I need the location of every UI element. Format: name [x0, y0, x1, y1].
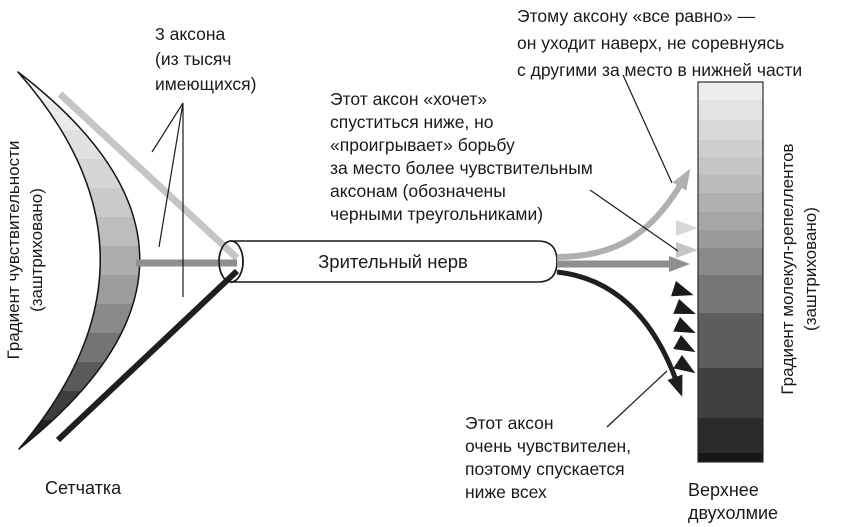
- text-line: (заштриховано): [27, 188, 46, 312]
- leader-losing-axon: [589, 189, 679, 252]
- text-line: он уходит наверх, не соревнуясь: [517, 33, 785, 53]
- retina-crescent: [17, 71, 141, 450]
- colliculus-gradient-bar: [697, 81, 764, 463]
- text-line: Этот аксон «хочет»: [330, 89, 488, 109]
- text-line: Этот аксон: [465, 413, 554, 433]
- text-line: Этому аксону «все равно» —: [517, 6, 755, 26]
- black-triangle: [673, 317, 696, 334]
- text-line: имеющихся): [155, 74, 257, 94]
- leader-indifferent-axon: [622, 74, 673, 184]
- light-triangle: [676, 220, 698, 236]
- text-line: очень чувствителен,: [465, 436, 632, 456]
- text-line: за место более чувствительным: [330, 158, 593, 178]
- black-triangle: [673, 335, 696, 353]
- annotation-sensitive-axon: Этот аксон очень чувствителен, поэтому с…: [465, 412, 631, 504]
- text-line: (из тысяч: [155, 49, 232, 69]
- text-line: поэтому спускается: [465, 459, 625, 479]
- black-triangle: [671, 281, 694, 297]
- repellent-gradient-label: Градиент молекул-репеллентов (заштрихова…: [776, 143, 822, 394]
- colliculus-label: Верхнее двухолмие: [688, 479, 778, 525]
- leader-three-axons-1: [151, 102, 184, 153]
- text-line: Градиент молекул-репеллентов: [778, 143, 797, 395]
- axon-light-exit-curve: [556, 168, 691, 260]
- text-line: Градиент чувствительности: [4, 140, 23, 360]
- annotation-losing-axon: Этот аксон «хочет» спуститься ниже, но «…: [330, 88, 593, 226]
- text-line: 3 аксона: [155, 24, 226, 44]
- text-line: с другими за место в нижней части: [517, 60, 803, 80]
- light-triangle: [676, 242, 698, 258]
- text-line: двухолмие: [688, 503, 779, 523]
- axon-dark-exit-curve: [556, 269, 683, 397]
- optic-nerve-label: Зрительный нерв: [318, 251, 468, 272]
- optic-nerve-left-end-outline: [218, 240, 244, 283]
- leader-sensitive-axon: [606, 370, 668, 428]
- text-line: аксонам (обозначены: [330, 181, 506, 201]
- text-line: черными треугольниками): [330, 204, 544, 224]
- text-line: ниже всех: [465, 482, 547, 502]
- text-line: Верхнее: [688, 480, 759, 500]
- annotation-three-axons: 3 аксона (из тысяч имеющихся): [155, 22, 256, 97]
- text-line: (заштриховано): [801, 207, 820, 331]
- black-triangle: [673, 355, 696, 374]
- text-line: спуститься ниже, но: [330, 112, 494, 132]
- annotation-indifferent-axon: Этому аксону «все равно» — он уходит нав…: [517, 3, 802, 84]
- retina-gradient-label: Градиент чувствительности (заштриховано): [2, 141, 48, 360]
- retina-label: Сетчатка: [45, 478, 122, 498]
- axon-light-left: [57, 91, 240, 261]
- leader-lines: [151, 74, 679, 428]
- black-triangle: [673, 299, 696, 314]
- text-line: «проигрывает» борьбу: [330, 135, 515, 155]
- leader-three-axons-2: [158, 102, 184, 248]
- axon-dark-left: [55, 268, 240, 443]
